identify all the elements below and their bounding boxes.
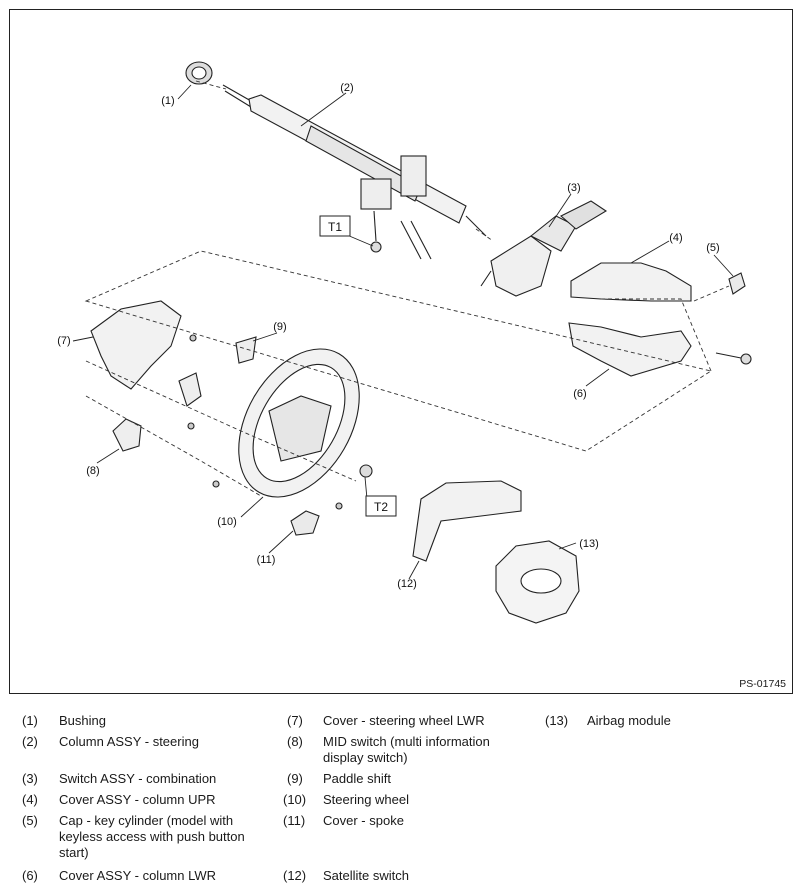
spoke-cover-part <box>290 510 320 536</box>
legend-text: MID switch (multi information display sw… <box>323 734 490 765</box>
svg-text:T2: T2 <box>374 500 388 514</box>
legend-num: (5) <box>22 813 38 828</box>
column-lower-cover-part <box>568 322 752 377</box>
legend-item: (7) Cover - steering wheel LWR <box>287 713 537 731</box>
legend-num: (7) <box>287 713 303 728</box>
exploded-view-figure: (1) (2) (3) (4) (5) (6) (7) (8) (9) (10)… <box>9 9 793 694</box>
legend-num: (6) <box>22 868 38 883</box>
legend-item: (4) Cover ASSY - column UPR <box>22 792 282 810</box>
callout-13: (13) <box>579 538 599 550</box>
torque-tag-t1: T1 <box>319 215 351 237</box>
legend-text: Switch ASSY - combination <box>59 771 217 786</box>
callout-5: (5) <box>706 242 719 254</box>
legend-text: Cover - spoke <box>323 813 404 828</box>
callout-12: (12) <box>397 578 417 590</box>
legend-num: (12) <box>283 868 307 883</box>
legend-item: (12) Satellite switch <box>283 868 537 886</box>
legend-item: (11) Cover - spoke <box>283 813 537 831</box>
callout-4: (4) <box>669 232 682 244</box>
callout-2: (2) <box>340 82 353 94</box>
steering-wheel-lower-cover-part <box>90 300 182 390</box>
mid-switch-part <box>112 418 142 452</box>
steering-column-part <box>222 84 487 260</box>
callout-10: (10) <box>217 516 237 528</box>
callout-9: (9) <box>273 321 286 333</box>
legend-item: (10) Steering wheel <box>283 792 537 810</box>
airbag-module-part <box>495 540 580 624</box>
legend-num: (10) <box>283 792 307 807</box>
legend-num: (11) <box>283 813 306 828</box>
callout-3: (3) <box>567 182 580 194</box>
torque-tag-t2: T2 <box>365 495 397 517</box>
legend-item: (5) Cap - key cylinder (model with keyles… <box>22 813 282 865</box>
legend-text: Paddle shift <box>323 771 391 786</box>
legend-item: (13) Airbag module <box>545 713 785 731</box>
legend-num: (3) <box>22 771 38 786</box>
column-upper-cover-part <box>570 262 692 302</box>
legend-text: Satellite switch <box>323 868 409 883</box>
assembly-guide-lines <box>84 80 730 497</box>
callout-11: (11) <box>257 554 276 566</box>
legend-text: Cover - steering wheel LWR <box>323 713 485 728</box>
legend-text: Airbag module <box>587 713 671 728</box>
legend-num: (2) <box>22 734 38 749</box>
diagram-canvas: (1) (2) (3) (4) (5) (6) (7) (8) (9) (10)… <box>57 61 752 624</box>
satellite-switch-part <box>412 480 522 562</box>
legend-item: (2) Column ASSY - steering <box>22 734 282 752</box>
svg-text:T1: T1 <box>328 220 342 234</box>
legend-text: Steering wheel <box>323 792 409 807</box>
callout-8: (8) <box>86 465 99 477</box>
callout-7: (7) <box>57 335 70 347</box>
leader-lines <box>72 84 734 580</box>
legend-text: Bushing <box>59 713 106 728</box>
bushing-part <box>185 61 213 85</box>
steering-wheel-part <box>212 348 373 510</box>
legend-text: Cap - key cylinder (model with keyless a… <box>59 813 245 860</box>
legend-item: (1) Bushing <box>22 713 282 731</box>
legend-text: Cover ASSY - column UPR <box>59 792 216 807</box>
legend-num: (4) <box>22 792 38 807</box>
key-cylinder-cap-part <box>728 272 746 295</box>
legend-num: (8) <box>287 734 303 749</box>
legend-text: Column ASSY - steering <box>59 734 199 749</box>
legend-num: (1) <box>22 713 38 728</box>
combination-switch-part <box>480 200 608 297</box>
legend-num: (13) <box>545 713 569 728</box>
callout-1: (1) <box>161 95 174 107</box>
paddle-shift-part <box>178 334 257 430</box>
legend-item: (8) MID switch (multi information display… <box>287 734 537 770</box>
legend-item: (9) Paddle shift <box>287 771 537 789</box>
legend-item: (6) Cover ASSY - column LWR <box>22 868 282 886</box>
callout-6: (6) <box>573 388 586 400</box>
legend-item: (3) Switch ASSY - combination <box>22 771 282 789</box>
figure-id: PS-01745 <box>739 678 786 690</box>
legend-num: (9) <box>287 771 303 786</box>
legend-text: Cover ASSY - column LWR <box>59 868 217 883</box>
